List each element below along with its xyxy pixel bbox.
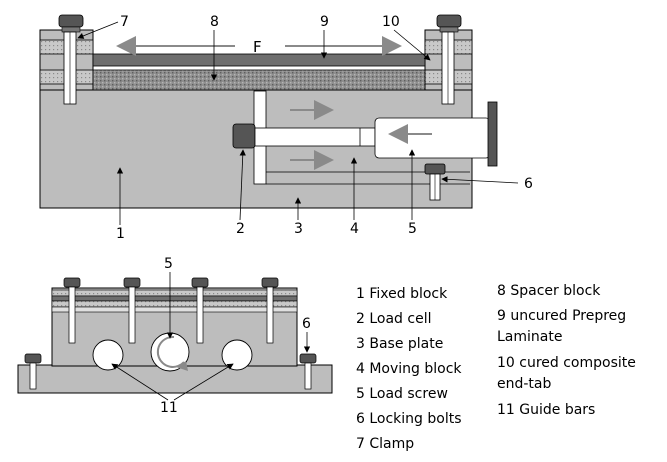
load-screw-shaft <box>254 127 376 147</box>
legend-item-9-cont: Laminate <box>497 329 562 345</box>
side-view: 5 6 11 <box>17 256 333 416</box>
force-label: F <box>253 38 262 56</box>
legend-item-8: 8 Spacer block <box>497 283 601 299</box>
legend-left-column: 1 Fixed block 2 Load cell 3 Base plate 4… <box>356 286 462 452</box>
guide-bar-left <box>92 339 124 371</box>
side-callout-11: 11 <box>160 400 178 416</box>
callout-10: 10 <box>382 14 400 30</box>
legend-item-2: 2 Load cell <box>356 311 431 327</box>
callout-6: 6 <box>524 176 533 192</box>
side-laminate-layer <box>51 295 298 302</box>
spacer-block-strip <box>92 69 426 91</box>
right-clamp-bolt <box>436 14 462 105</box>
legend-item-9: 9 uncured Prepreg <box>497 308 626 324</box>
callout-4: 4 <box>350 221 359 237</box>
top-callouts: 7 8 9 10 1 2 3 4 5 6 <box>77 14 533 242</box>
side-clamp-bolt-2 <box>123 277 141 344</box>
guide-bar-right <box>221 339 253 371</box>
side-base-bolt-right <box>299 353 317 390</box>
callout-2: 2 <box>236 221 245 237</box>
side-callout-6: 6 <box>302 316 311 332</box>
side-callout-5: 5 <box>164 256 173 272</box>
legend-item-5: 5 Load screw <box>356 386 448 402</box>
load-screw-body <box>374 117 491 159</box>
callout-1: 1 <box>116 226 125 242</box>
side-clamp-layer-2 <box>51 300 298 308</box>
legend-item-7: 7 Clamp <box>356 436 414 452</box>
top-view: F <box>39 14 533 242</box>
legend-right-column: 8 Spacer block 9 uncured Prepreg Laminat… <box>497 283 636 418</box>
side-spacer-layer <box>51 306 298 313</box>
callout-8: 8 <box>210 14 219 30</box>
side-clamp-bolt-1 <box>63 277 81 344</box>
side-base-bolt-left <box>24 353 42 390</box>
rotation-arrow-icon <box>156 335 185 368</box>
side-clamp-bolt-4 <box>261 277 279 344</box>
legend-item-1: 1 Fixed block <box>356 286 448 302</box>
callout-3: 3 <box>294 221 303 237</box>
legend-item-10: 10 cured composite <box>497 355 636 371</box>
callout-5: 5 <box>408 221 417 237</box>
side-clamp-bolt-3 <box>191 277 209 344</box>
legend-item-3: 3 Base plate <box>356 336 443 352</box>
locking-bolt <box>424 163 446 201</box>
callout-7: 7 <box>120 14 129 30</box>
callout-9: 9 <box>320 14 329 30</box>
legend-item-11: 11 Guide bars <box>497 402 595 418</box>
legend-item-10-cont: end-tab <box>497 376 551 392</box>
left-clamp-bolt <box>58 14 84 105</box>
load-cell <box>232 123 256 149</box>
legend-item-4: 4 Moving block <box>356 361 462 377</box>
load-screw-head <box>487 101 498 167</box>
legend-item-6: 6 Locking bolts <box>356 411 462 427</box>
side-clamp-layer-1 <box>51 289 298 297</box>
